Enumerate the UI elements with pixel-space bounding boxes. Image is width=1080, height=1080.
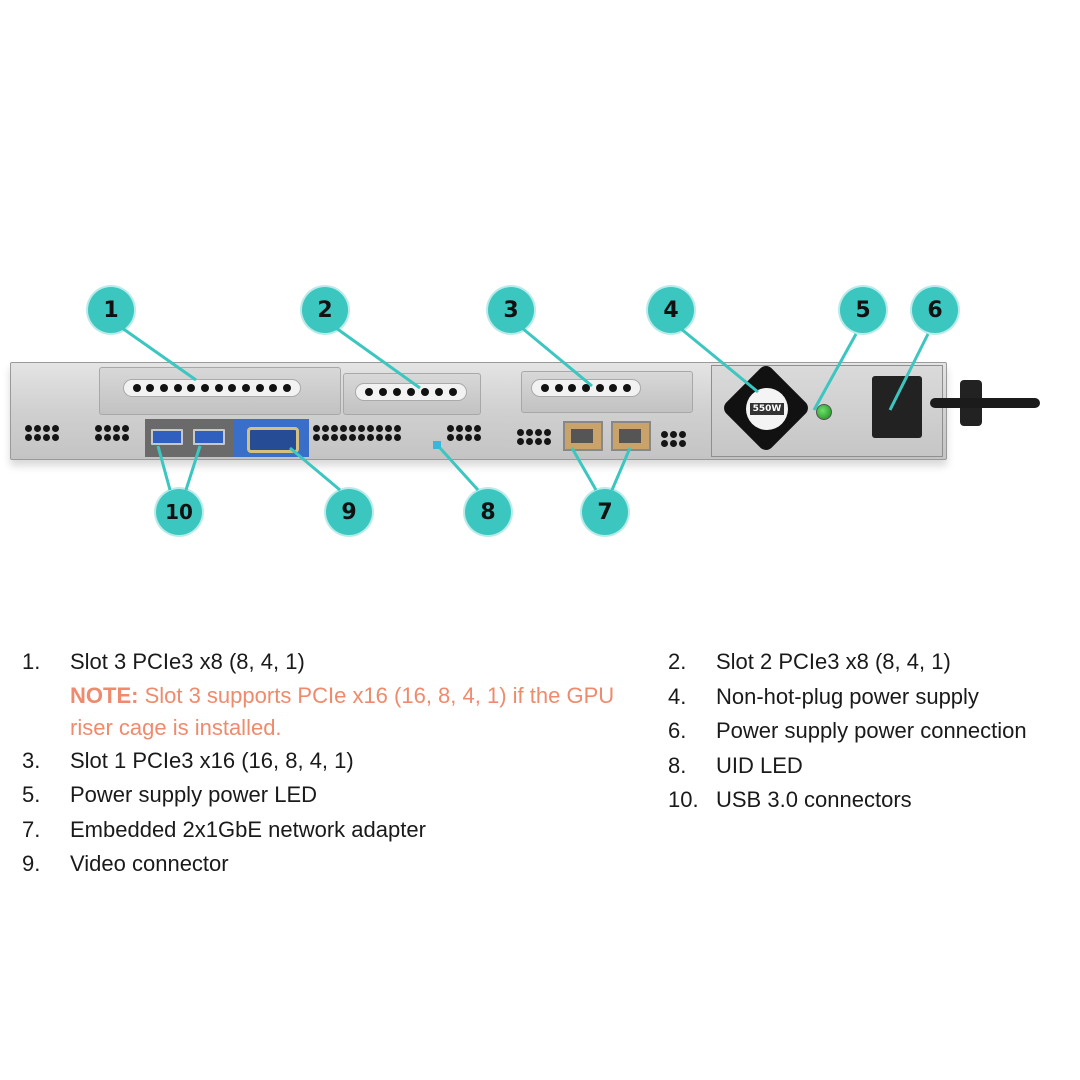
legend-note: NOTE: Slot 3 supports PCIe x16 (16, 8, 4… [22, 680, 642, 744]
legend-label: Video connector [70, 851, 229, 876]
power-inlet [872, 376, 922, 438]
psu-wattage-label: 550W [749, 403, 785, 415]
legend-label: Non-hot-plug power supply [716, 683, 979, 709]
legend-number: 10. [668, 787, 699, 812]
legend-number: 8. [668, 752, 687, 778]
vga-connector [247, 427, 299, 453]
callout-leader-lines [121, 326, 930, 492]
legend-item-6: 6. Power supply power connection [668, 714, 1078, 749]
vent-left [25, 425, 59, 441]
legend-item-3: 3. Slot 1 PCIe3 x16 (16, 8, 4, 1) [22, 744, 642, 779]
usb-port-1 [151, 429, 183, 445]
legend-label: Power supply power connection [716, 718, 1027, 743]
legend-item-1: 1. Slot 3 PCIe3 x8 (8, 4, 1) [22, 645, 642, 680]
slot-3-vent [123, 379, 301, 397]
callout-1: 1 [88, 287, 134, 333]
legend-item-9: 9. Video connector [22, 847, 642, 882]
vent-center [313, 425, 401, 441]
vent-right [661, 431, 686, 447]
callout-3: 3 [488, 287, 534, 333]
legend-label: Slot 2 PCIe3 x8 (8, 4, 1) [716, 649, 951, 674]
legend-number: 4. [668, 683, 687, 709]
callout-10: 10 [156, 489, 202, 535]
callout-4: 4 [648, 287, 694, 333]
vent-left-2 [95, 425, 129, 441]
note-prefix: NOTE: [70, 682, 139, 708]
legend-right-column: 2. Slot 2 PCIe3 x8 (8, 4, 1) 4. Non-hot-… [668, 645, 1078, 818]
server-chassis: 550W [10, 362, 947, 460]
note-text: Slot 3 supports PCIe x16 (16, 8, 4, 1) i… [70, 682, 615, 740]
usb-port-2 [193, 429, 225, 445]
legend-label: Slot 1 PCIe3 x16 (16, 8, 4, 1) [70, 747, 354, 773]
legend-label: UID LED [716, 752, 803, 778]
legend-item-7: 7. Embedded 2x1GbE network adapter [22, 813, 642, 848]
vent-center-3 [517, 429, 551, 445]
vent-center-2 [447, 425, 481, 441]
server-rear-diagram: 550W 1 2 3 4 5 6 10 9 8 7 [10, 287, 1040, 535]
legend-number: 3. [22, 747, 41, 773]
psu-power-led [816, 404, 832, 420]
callout-7: 7 [582, 489, 628, 535]
legend-number: 5. [22, 782, 41, 807]
slot-2-vent [355, 383, 467, 401]
legend-number: 1. [22, 649, 41, 674]
nic-port-2 [611, 421, 651, 451]
callout-8: 8 [465, 489, 511, 535]
legend-item-10: 10. USB 3.0 connectors [668, 783, 1078, 818]
legend-left-column: 1. Slot 3 PCIe3 x8 (8, 4, 1) NOTE: Slot … [22, 645, 642, 882]
callout-2: 2 [302, 287, 348, 333]
callout-9: 9 [326, 489, 372, 535]
legend-number: 6. [668, 718, 687, 743]
nic-port-1 [563, 421, 603, 451]
legend-label: Power supply power LED [70, 782, 318, 807]
legend-label: Embedded 2x1GbE network adapter [70, 816, 426, 842]
legend-number: 2. [668, 649, 687, 674]
uid-led [433, 441, 441, 449]
power-supply: 550W [711, 362, 943, 457]
legend-item-2: 2. Slot 2 PCIe3 x8 (8, 4, 1) [668, 645, 1078, 680]
legend-item-8: 8. UID LED [668, 749, 1078, 784]
vga-panel [233, 419, 309, 457]
power-cable [930, 398, 1040, 408]
psu-fan-hub: 550W [746, 388, 788, 430]
callout-6: 6 [912, 287, 958, 333]
legend-item-4: 4. Non-hot-plug power supply [668, 680, 1078, 715]
legend-label: USB 3.0 connectors [716, 787, 912, 812]
legend-number: 9. [22, 851, 41, 876]
legend-label: Slot 3 PCIe3 x8 (8, 4, 1) [70, 649, 305, 674]
legend-item-5: 5. Power supply power LED [22, 778, 642, 813]
legend-number: 7. [22, 816, 41, 842]
callout-5: 5 [840, 287, 886, 333]
